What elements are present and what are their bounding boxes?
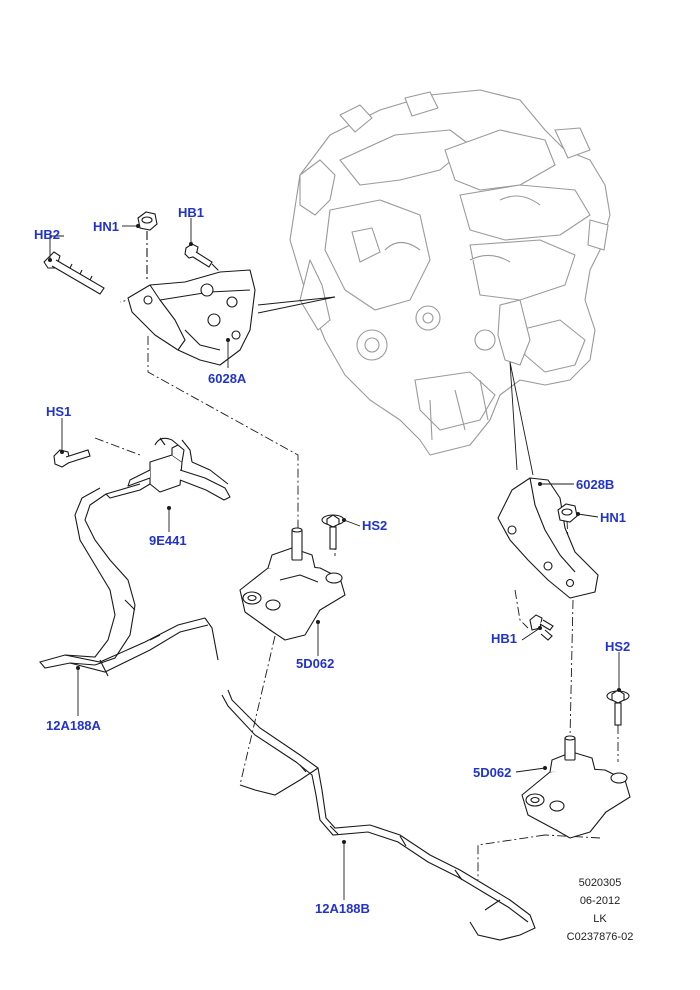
callout-12a188b: 12A188B [315,901,370,916]
pipe-12a188a [39,487,219,677]
callout-12a188a: 12A188A [46,718,101,733]
bolt-hb1-top [184,243,221,273]
solenoid-9e441 [105,437,231,501]
bolt-hs2-center [321,514,345,550]
nut-hn1-top [137,211,158,282]
callout-6028a: 6028A [208,371,247,386]
bolt-hs1 [53,449,91,468]
callout-hs2-center: HS2 [362,518,388,533]
callout-hb2: HB2 [34,227,61,242]
bolt-hb2 [43,251,105,295]
callout-6028b: 6028B [576,477,615,492]
callout-hs1: HS1 [46,404,72,419]
pipe-12a188b [221,689,536,941]
bolt-hb1-right [529,614,554,641]
callout-hs2-right: HS2 [605,639,631,654]
callout-hb1-right: HB1 [491,631,518,646]
mount-5d062-center [239,527,346,641]
bolt-hs2-right [606,689,630,726]
footer-ref: C0237876-02 [566,931,634,943]
callout-5d062-center: 5D062 [296,656,335,671]
callout-9e441: 9E441 [149,533,187,548]
callout-hn1-right: HN1 [600,510,627,525]
callout-hn1-top: HN1 [93,219,120,234]
callout-leaders [49,218,620,900]
bracket-6028a [127,269,256,366]
footer-date: 06-2012 [579,895,621,907]
footer-code: 5020305 [578,877,622,889]
nut-hn1-right [557,503,578,523]
callout-5d062-right: 5D062 [473,765,512,780]
engine-block [289,89,611,456]
callout-dots [48,224,621,844]
callout-hb1-top: HB1 [178,205,205,220]
bracket-6028b [497,477,599,599]
footer-initials: LK [593,913,607,925]
mount-5d062-right [521,735,631,839]
